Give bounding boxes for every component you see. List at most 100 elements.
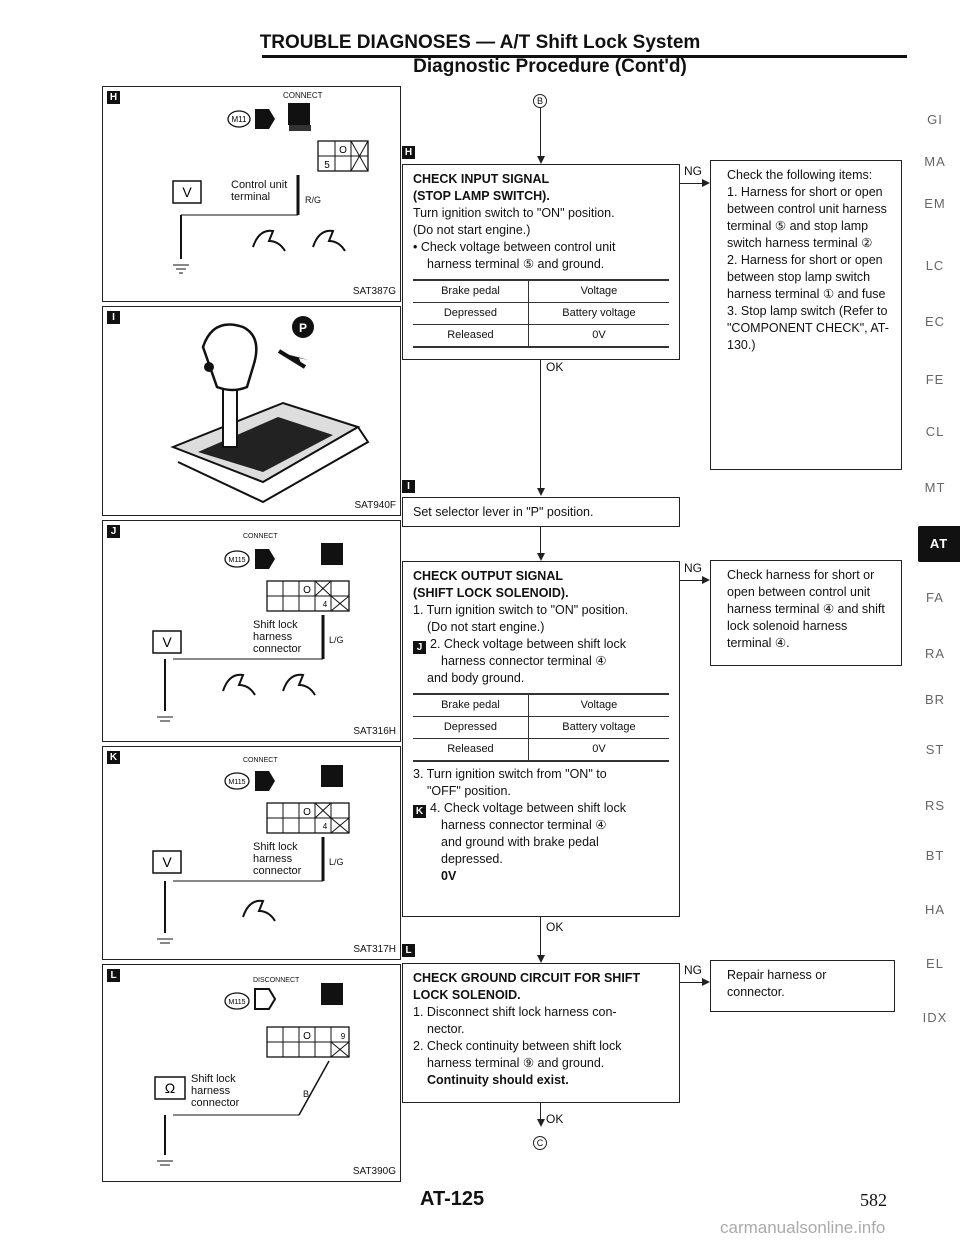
flow-arrow <box>537 553 545 561</box>
connect-label: CONNECT <box>283 91 323 100</box>
nav-item-lc[interactable]: LC <box>925 258 945 273</box>
wire-color: L/G <box>329 857 344 867</box>
flow-line <box>540 1103 541 1123</box>
nav-item-fa[interactable]: FA <box>926 590 944 605</box>
nav-item-st[interactable]: ST <box>925 742 945 757</box>
box-line: 2. Check continuity between shift lock <box>413 1039 622 1053</box>
nav-item-idx[interactable]: IDX <box>922 1010 948 1025</box>
figure-code: SAT390G <box>352 1166 396 1177</box>
nav-item-bt[interactable]: BT <box>925 848 945 863</box>
nav-item-cl[interactable]: CL <box>925 424 945 439</box>
panel-l: L DISCONNECT M115 O 9 Ω Shift lock harne… <box>102 964 401 1182</box>
nav-item-ma[interactable]: MA <box>924 154 946 169</box>
connect-label: DISCONNECT <box>253 977 300 984</box>
selector-lever-illustration: P <box>170 316 370 504</box>
ok-label: OK <box>546 1112 564 1126</box>
box-title: LOCK SOLENOID. <box>413 988 521 1002</box>
panel-tag: K <box>107 751 120 764</box>
nav-item-ec[interactable]: EC <box>924 314 946 329</box>
repair-harness-box: Repair harness or connector. <box>710 960 895 1012</box>
nav-item-fe[interactable]: FE <box>925 372 945 387</box>
step-tag-j: J <box>413 641 426 654</box>
page-title: TROUBLE DIAGNOSES — A/T Shift Lock Syste… <box>259 32 701 53</box>
svg-text:V: V <box>162 854 172 870</box>
panel-label: Shift lock harness connector <box>253 841 302 877</box>
page-code: AT-125 <box>420 1188 485 1210</box>
flow-line <box>680 982 704 983</box>
voltmeter-diagram: M11 O 5 V <box>172 103 369 274</box>
box-line: harness connector terminal ④ <box>441 654 607 668</box>
flow-line <box>540 108 541 158</box>
box-line: and body ground. <box>427 671 525 685</box>
box-line: Continuity should exist. <box>427 1073 569 1087</box>
step-tag-i: I <box>402 480 415 493</box>
step-tag-l: L <box>402 944 415 957</box>
svg-text:O: O <box>339 145 347 156</box>
voltmeter-diagram: M115 O 4 V <box>152 543 350 722</box>
connect-label: CONNECT <box>243 533 278 540</box>
box-line: harness connector terminal ④ <box>441 818 607 832</box>
nav-item-gi[interactable]: GI <box>927 112 943 127</box>
flow-arrow <box>537 488 545 496</box>
box-title: (SHIFT LOCK SOLENOID). <box>413 586 569 600</box>
nav-item-at[interactable]: AT <box>918 526 960 562</box>
svg-text:O: O <box>303 807 311 818</box>
start-marker: B <box>533 92 547 110</box>
box-line: 4. Check voltage between shift lock <box>430 801 626 815</box>
figure-code: SAT317H <box>353 944 396 955</box>
svg-text:V: V <box>162 634 172 650</box>
panel-h: H CONNECT M11 O 5 V Control unit termina… <box>102 86 401 302</box>
voltmeter-diagram: M115 O 4 V <box>152 765 350 944</box>
conn-id-text: M115 <box>229 999 246 1006</box>
figure-code: SAT387G <box>352 286 396 297</box>
wire-color: B <box>303 1089 310 1099</box>
flow-arrow <box>537 1119 545 1127</box>
page-subtitle: Diagnostic Procedure (Cont'd) <box>413 56 687 77</box>
box-line: (Do not start engine.) <box>413 223 531 237</box>
panel-tag: L <box>107 969 120 982</box>
check-following-items-box: Check the following items: 1. Harness fo… <box>710 160 902 470</box>
box-title: (STOP LAMP SWITCH). <box>413 189 550 203</box>
check-ground-circuit-box: CHECK GROUND CIRCUIT FOR SHIFT LOCK SOLE… <box>402 963 680 1103</box>
box-title: CHECK INPUT SIGNAL <box>413 172 550 186</box>
box-line: (Do not start engine.) <box>427 620 545 634</box>
svg-text:4: 4 <box>323 600 328 609</box>
svg-text:Ω: Ω <box>165 1080 175 1096</box>
box-line: harness terminal ⑤ and ground. <box>427 257 605 271</box>
figure-code: SAT316H <box>353 726 396 737</box>
nav-item-el[interactable]: EL <box>926 956 944 971</box>
box-line: 1. Disconnect shift lock harness con- <box>413 1005 617 1019</box>
panel-label: Shift lock harness connector <box>191 1073 240 1109</box>
box-line: nector. <box>427 1022 465 1036</box>
flow-line <box>680 183 704 184</box>
flow-arrow <box>537 156 545 164</box>
set-selector-box: Set selector lever in "P" position. <box>402 497 680 527</box>
box-title: CHECK OUTPUT SIGNAL <box>413 569 563 583</box>
watermark: carmanualsonline.info <box>720 1218 886 1237</box>
panel-tag: I <box>107 311 120 324</box>
box-line: • Check voltage between control unit <box>413 240 616 254</box>
ohmmeter-diagram: M115 O 9 Ω <box>154 983 350 1166</box>
box-line: 3. Turn ignition switch from "ON" to <box>413 767 607 781</box>
flow-arrow <box>537 955 545 963</box>
wire-color: R/G <box>305 195 322 205</box>
nav-item-br[interactable]: BR <box>924 692 946 707</box>
title-rule <box>262 55 907 58</box>
ng-label: NG <box>684 561 702 575</box>
ok-label: OK <box>546 360 564 374</box>
nav-item-ha[interactable]: HA <box>924 902 946 917</box>
panel-k: K CONNECT M115 O 4 V Shift lock harness … <box>102 746 401 960</box>
nav-item-mt[interactable]: MT <box>924 480 946 495</box>
svg-text:5: 5 <box>324 160 330 171</box>
box-line: Turn ignition switch to "ON" position. <box>413 206 615 220</box>
nav-item-ra[interactable]: RA <box>924 646 946 661</box>
panel-i: I P SAT940F <box>102 306 401 516</box>
svg-text:9: 9 <box>341 1032 346 1041</box>
box-title: CHECK GROUND CIRCUIT FOR SHIFT <box>413 971 641 985</box>
box-line: 1. Turn ignition switch to "ON" position… <box>413 603 629 617</box>
panel-tag: J <box>107 525 120 538</box>
nav-item-em[interactable]: EM <box>924 196 946 211</box>
nav-item-rs[interactable]: RS <box>924 798 946 813</box>
